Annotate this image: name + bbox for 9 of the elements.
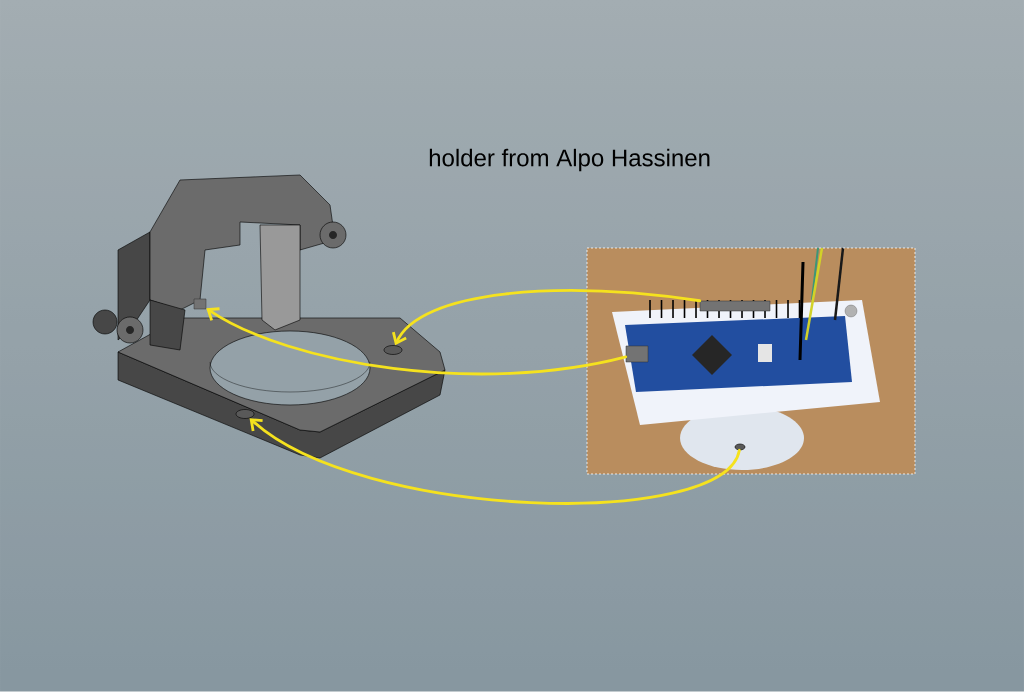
pin-header: [699, 300, 771, 312]
credit-text: holder from Alpo Hassinen: [429, 148, 710, 172]
holder-drawing: [92, 174, 446, 459]
photo: [586, 247, 916, 475]
hole: [235, 409, 255, 419]
holder-wall-edge: [193, 298, 207, 310]
usb-port: [625, 345, 649, 363]
mounting-hole: [734, 443, 746, 451]
hole: [383, 345, 403, 355]
